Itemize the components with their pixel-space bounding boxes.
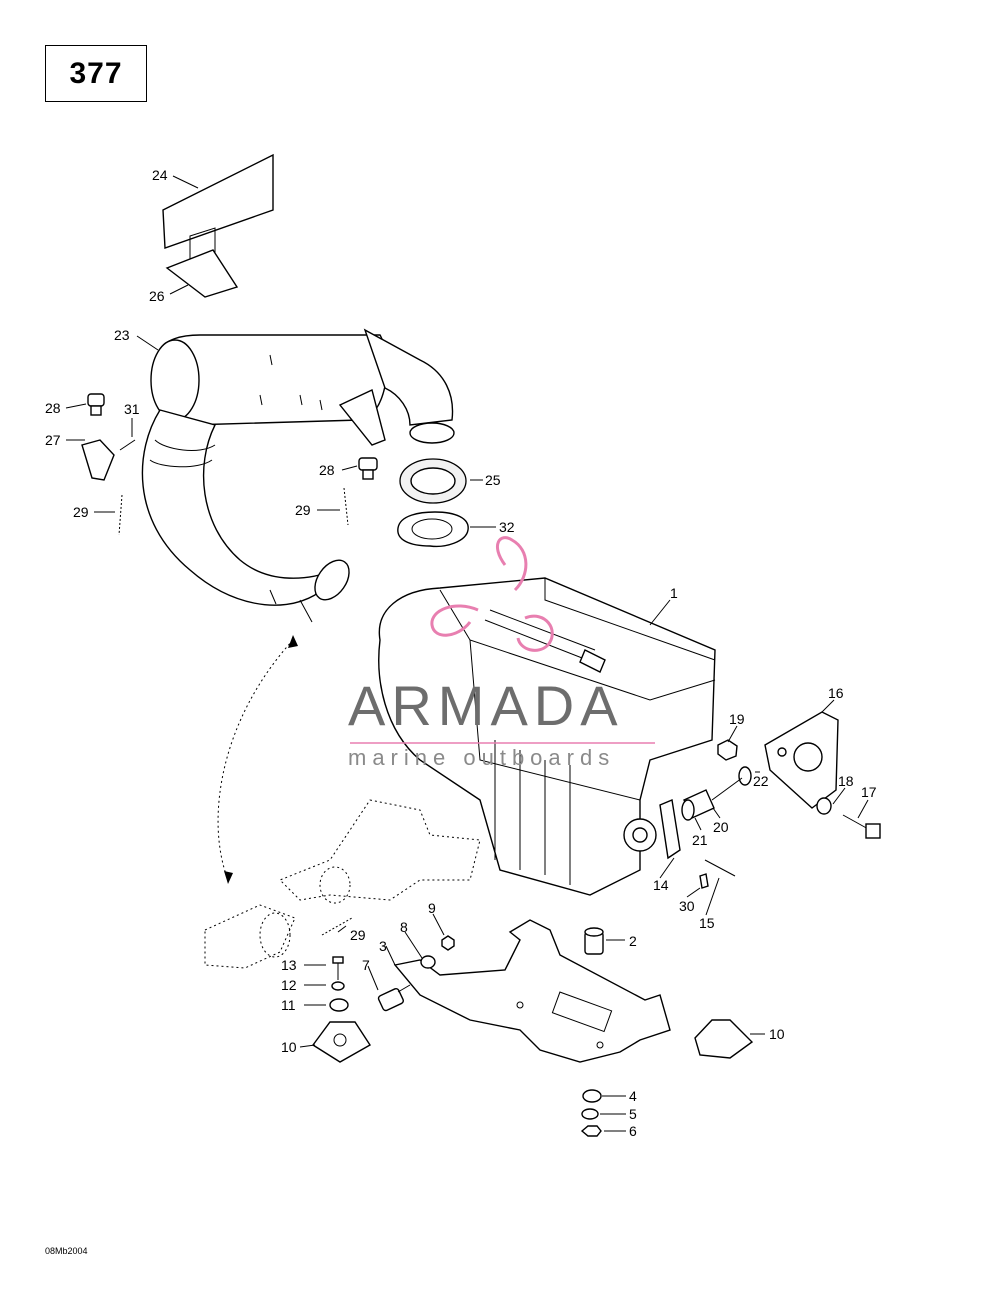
watermark-brand: ARMADA (348, 674, 624, 737)
part-1-engine (378, 577, 716, 896)
callout-29-left: 29 (73, 504, 89, 520)
callout-19: 19 (729, 711, 745, 727)
page-number: 377 (69, 56, 123, 90)
reference-code: 08Mb2004 (45, 1246, 88, 1256)
watermark-subtitle: marine outboards (348, 745, 615, 770)
callout-15: 15 (699, 915, 715, 931)
part-20-bolt (711, 777, 743, 801)
part-26-small-shield (165, 249, 239, 298)
part-17-bolt (842, 814, 881, 839)
callout-11: 11 (281, 997, 296, 1013)
part-10-mount-right (694, 1019, 754, 1059)
callout-14: 14 (653, 877, 669, 893)
callout-7: 7 (362, 957, 370, 973)
callout-2: 2 (629, 933, 637, 949)
callout-16: 16 (828, 685, 844, 701)
part-21-sleeve (681, 789, 715, 821)
callout-10-left: 10 (281, 1039, 297, 1055)
callout-17: 17 (861, 784, 877, 800)
callout-26: 26 (149, 288, 165, 304)
callout-32: 32 (499, 519, 515, 535)
part-10-mount-left (311, 1021, 371, 1063)
part-22-washer (738, 766, 752, 786)
connection-dotted-arrow (217, 635, 298, 884)
part-16-mount-plate (764, 711, 839, 809)
part-29-spring-left (118, 494, 123, 536)
callout-25: 25 (485, 472, 501, 488)
part-12-washer (331, 981, 345, 991)
part-30-clip (699, 873, 709, 889)
part-2-spacer (584, 927, 604, 955)
part-24-heat-shield (162, 153, 274, 263)
callout-30: 30 (679, 898, 695, 914)
callout-27: 27 (45, 432, 61, 448)
part-18-washer (816, 797, 832, 815)
callout-13: 13 (281, 957, 297, 973)
part-29-spring-lower (321, 917, 353, 936)
part-19-nut (717, 739, 738, 761)
callout-4: 4 (629, 1088, 637, 1104)
page-number-box: 377 (45, 45, 147, 102)
callout-8: 8 (400, 919, 408, 935)
callout-1: 1 (670, 585, 678, 601)
callout-28-left: 28 (45, 400, 61, 416)
callout-3: 3 (379, 938, 387, 954)
callout-21: 21 (692, 832, 708, 848)
part-11-washer (329, 998, 349, 1012)
part-27-bracket (81, 439, 115, 481)
watermark: ARMADA marine outboards (348, 536, 655, 770)
part-28-rubber-mount-mid (358, 457, 378, 480)
callout-labels: 24 26 23 28 31 27 29 28 29 25 32 1 16 19… (45, 167, 877, 1139)
callout-28-mid: 28 (319, 462, 335, 478)
part-15-bolt (704, 859, 736, 877)
part-4-washer (582, 1089, 602, 1103)
part-23-muffler (141, 328, 455, 623)
part-3-engine-support (393, 919, 671, 1063)
callout-29-lower: 29 (350, 927, 366, 943)
part-6-nut (580, 1125, 602, 1137)
part-14-bracket (659, 799, 681, 860)
callout-9: 9 (428, 900, 436, 916)
part-13-bolt (332, 956, 344, 980)
part-29-spring-mid (343, 487, 349, 526)
callout-29-mid: 29 (295, 502, 311, 518)
callout-6: 6 (629, 1123, 637, 1139)
callout-10-right: 10 (769, 1026, 785, 1042)
part-25-seal-ring (399, 458, 467, 504)
callout-12: 12 (281, 977, 297, 993)
leader-lines (65, 175, 869, 1132)
callout-5: 5 (629, 1106, 637, 1122)
part-8-washer (420, 955, 436, 969)
callout-31: 31 (124, 401, 140, 417)
exhaust-manifold-ghost (204, 799, 481, 969)
callout-18: 18 (838, 773, 854, 789)
part-31-screw (119, 439, 136, 451)
part-32-gasket (397, 511, 469, 548)
part-7-sensor (377, 984, 411, 1012)
part-5-washer (581, 1108, 599, 1120)
part-9-nut (441, 935, 455, 951)
callout-22: 22 (753, 773, 769, 789)
callout-20: 20 (713, 819, 729, 835)
part-28-rubber-mount (87, 393, 105, 416)
callout-24: 24 (152, 167, 168, 183)
watermark-logo-icon (430, 536, 554, 652)
callout-23: 23 (114, 327, 130, 343)
